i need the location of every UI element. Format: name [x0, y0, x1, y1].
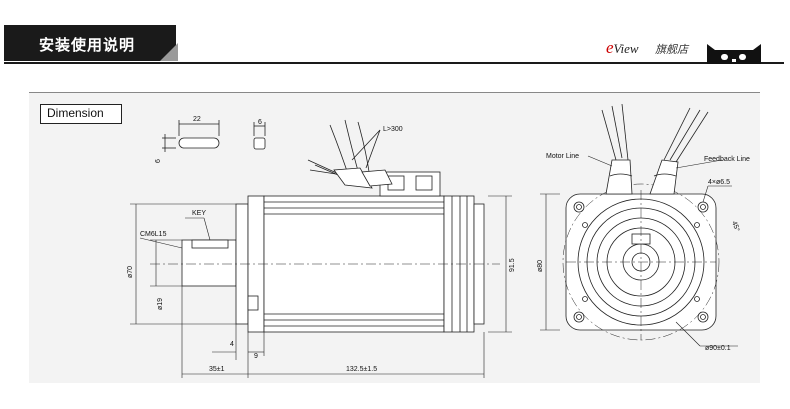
key-end-view [253, 122, 266, 150]
key-thickness-text: 6 [258, 119, 262, 126]
brand-store-name: 旗舰店 [655, 44, 688, 56]
pitch-circle-text: ø90±0.1 [705, 345, 731, 352]
header-divider [4, 62, 784, 64]
dimension-91-text: 91.5 [509, 258, 516, 272]
bore-diameter-text: ø19 [157, 298, 164, 310]
title-banner-accent [160, 43, 178, 61]
mounting-holes-text: 4×ø6.5 [708, 179, 730, 186]
brand-logo-name: View [613, 41, 639, 56]
motor-line-label: Motor Line [546, 153, 579, 160]
key-width-text: 22 [193, 116, 201, 123]
key-top-view [162, 120, 220, 152]
dimension-4-text: 4 [230, 341, 234, 348]
shaft-diameter-text: ø70 [127, 266, 134, 278]
brand-logo-e: e [606, 38, 614, 57]
motor-end-view [540, 103, 738, 347]
thread-label: CM6L15 [140, 231, 167, 238]
key-height-text: 6 [155, 159, 162, 163]
dimension-80-text: ø80 [537, 260, 544, 272]
drawing-frame-top [29, 92, 760, 93]
dimension-9-text: 9 [254, 353, 258, 360]
page-title: 安装使用说明 [39, 37, 136, 54]
key-label: KEY [192, 210, 206, 217]
dimension-label-box [40, 104, 122, 124]
angle-text: 45° [730, 220, 741, 233]
cable-length-text: L>300 [383, 126, 403, 133]
top-strip [0, 0, 790, 20]
tmall-cat-icon [707, 44, 761, 64]
dimension-label: Dimension [47, 106, 104, 120]
side-view-dimensions [130, 195, 512, 378]
dimension-132-text: 132.5±1.5 [346, 366, 377, 373]
dimension-35-text: 35±1 [209, 366, 225, 373]
motor-side-view [150, 119, 500, 333]
brand-logo: eView [606, 38, 639, 58]
feedback-line-label: Feedback Line [704, 156, 750, 163]
